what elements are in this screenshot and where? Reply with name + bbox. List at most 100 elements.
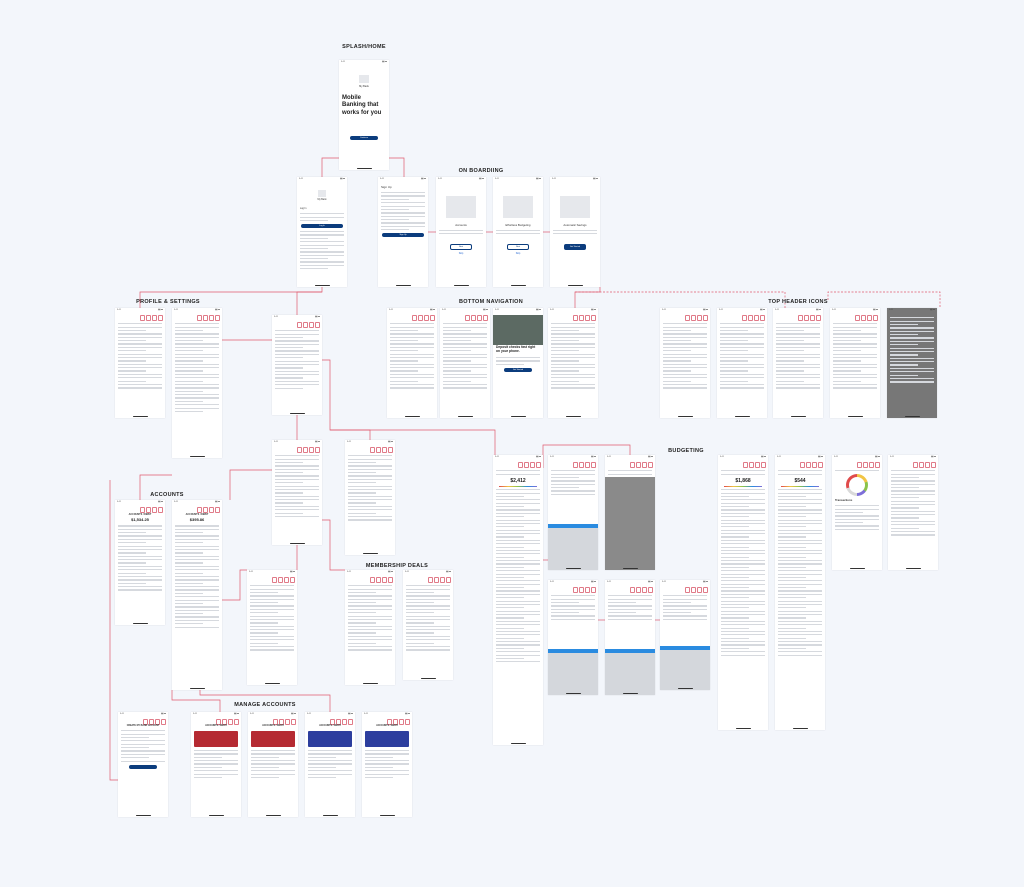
header-icon[interactable] [348,719,353,725]
header-icon[interactable] [155,719,160,725]
header-icon[interactable] [399,719,404,725]
header-icon[interactable] [524,462,529,468]
header-icon[interactable] [913,462,918,468]
header-icon[interactable] [855,315,860,321]
header-icon[interactable] [203,315,208,321]
header-icon[interactable] [754,315,759,321]
header-icon[interactable] [697,587,702,593]
header-icon[interactable] [303,322,308,328]
header-icon[interactable] [573,587,578,593]
header-icon[interactable] [585,587,590,593]
header-icon[interactable] [742,315,747,321]
header-icon[interactable] [925,462,930,468]
header-icon[interactable] [197,315,202,321]
header-icon[interactable] [370,447,375,453]
header-icon[interactable] [146,507,151,513]
header-icon[interactable] [919,462,924,468]
header-icon[interactable] [215,507,220,513]
header-icon[interactable] [158,507,163,513]
header-icon[interactable] [579,587,584,593]
header-icon[interactable] [816,315,821,321]
header-icon[interactable] [703,587,708,593]
header-icon[interactable] [863,462,868,468]
next-button[interactable]: Next [507,244,529,251]
header-icon[interactable] [440,577,445,583]
header-icon[interactable] [685,315,690,321]
header-icon[interactable] [152,315,157,321]
header-icon[interactable] [573,462,578,468]
header-icon[interactable] [430,315,435,321]
header-icon[interactable] [215,315,220,321]
header-icon[interactable] [143,719,148,725]
header-icon[interactable] [875,462,880,468]
header-icon[interactable] [309,322,314,328]
header-icon[interactable] [412,315,417,321]
header-icon[interactable] [579,315,584,321]
header-icon[interactable] [140,315,145,321]
header-icon[interactable] [428,577,433,583]
header-icon[interactable] [642,587,647,593]
header-icon[interactable] [152,507,157,513]
header-icon[interactable] [636,462,641,468]
header-icon[interactable] [376,447,381,453]
header-icon[interactable] [530,462,535,468]
number-keypad[interactable] [660,646,710,690]
header-icon[interactable] [869,462,874,468]
skip-link[interactable]: Skip [458,253,464,256]
header-icon[interactable] [370,577,375,583]
header-icon[interactable] [867,315,872,321]
header-icon[interactable] [806,462,811,468]
header-icon[interactable] [315,447,320,453]
header-icon[interactable] [284,577,289,583]
header-icon[interactable] [585,462,590,468]
header-icon[interactable] [743,462,748,468]
header-icon[interactable] [330,719,335,725]
header-icon[interactable] [209,315,214,321]
header-icon[interactable] [315,322,320,328]
header-icon[interactable] [483,315,488,321]
header-icon[interactable] [697,315,702,321]
header-icon[interactable] [755,462,760,468]
header-icon[interactable] [873,315,878,321]
header-icon[interactable] [760,315,765,321]
header-icon[interactable] [471,315,476,321]
header-icon[interactable] [388,577,393,583]
header-icon[interactable] [303,447,308,453]
header-icon[interactable] [861,315,866,321]
header-icon[interactable] [761,462,766,468]
header-icon[interactable] [216,719,221,725]
header-icon[interactable] [209,507,214,513]
header-icon[interactable] [297,322,302,328]
header-icon[interactable] [536,462,541,468]
header-icon[interactable] [382,577,387,583]
header-icon[interactable] [140,507,145,513]
header-icon[interactable] [278,577,283,583]
header-icon[interactable] [146,315,151,321]
header-icon[interactable] [222,719,227,725]
header-icon[interactable] [477,315,482,321]
header-icon[interactable] [703,315,708,321]
next-button[interactable]: Next [450,244,472,251]
header-icon[interactable] [518,462,523,468]
header-icon[interactable] [434,577,439,583]
signup-button[interactable]: Sign Up [381,233,425,238]
header-icon[interactable] [273,719,278,725]
header-icon[interactable] [800,462,805,468]
header-icon[interactable] [685,587,690,593]
header-icon[interactable] [291,719,296,725]
login-button[interactable]: Log In [300,224,344,229]
header-icon[interactable] [585,315,590,321]
header-icon[interactable] [630,462,635,468]
header-icon[interactable] [158,315,163,321]
header-icon[interactable] [857,462,862,468]
header-icon[interactable] [290,577,295,583]
header-icon[interactable] [388,447,393,453]
header-icon[interactable] [405,719,410,725]
header-icon[interactable] [636,587,641,593]
header-icon[interactable] [297,447,302,453]
create-account-button[interactable] [129,764,157,769]
header-icon[interactable] [387,719,392,725]
header-icon[interactable] [642,462,647,468]
header-icon[interactable] [161,719,166,725]
header-icon[interactable] [818,462,823,468]
